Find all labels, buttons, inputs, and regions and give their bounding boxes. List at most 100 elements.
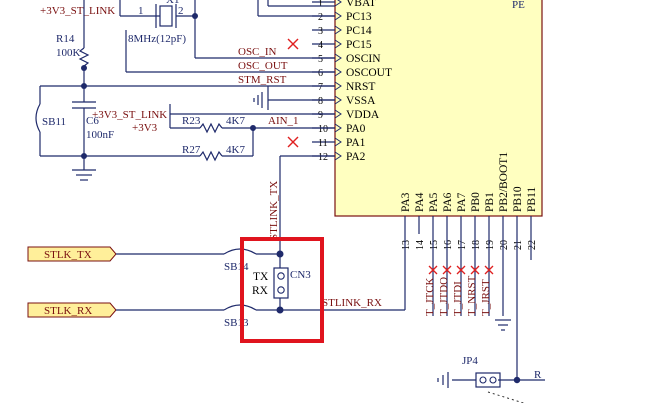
mcu-pin-number: 4 bbox=[318, 40, 323, 51]
no-connect-mark bbox=[484, 265, 494, 275]
sb11-label: SB11 bbox=[42, 116, 66, 128]
no-connect-mark bbox=[470, 265, 480, 275]
dashed-pointer bbox=[487, 391, 526, 403]
mcu-pin-clock-mark bbox=[334, 123, 342, 133]
mcu-pin-number: 13 bbox=[401, 240, 412, 250]
mcu-pin-clock-mark bbox=[334, 81, 342, 91]
port-stlk-rx-label: STLK_RX bbox=[44, 305, 92, 317]
mcu-pin-name: PB11 bbox=[526, 187, 538, 212]
ground-symbol-jp4 bbox=[437, 372, 449, 388]
no-connect-mark bbox=[442, 265, 452, 275]
mcu-pin-name: PA7 bbox=[456, 192, 468, 212]
net-osc-in: OSC_IN bbox=[238, 46, 277, 58]
cn3-tx-label: TX bbox=[253, 271, 269, 283]
sb14-label: SB14 bbox=[224, 261, 249, 273]
r27-value: 4K7 bbox=[226, 144, 245, 156]
cn3-rx-label: RX bbox=[252, 285, 269, 297]
mcu-pin-name: PB0 bbox=[470, 192, 482, 212]
no-connect-pc15 bbox=[287, 38, 299, 50]
net-t-jtdo: T_JTDO bbox=[438, 277, 450, 316]
mcu-pin-name: PC13 bbox=[346, 11, 372, 23]
jp4-ref: JP4 bbox=[462, 355, 478, 367]
mcu-pin-name: PA4 bbox=[414, 192, 426, 212]
net-stlink-tx: STLINK_TX bbox=[268, 181, 280, 240]
port-stlk-tx bbox=[27, 246, 117, 262]
mcu-pin-name: PC14 bbox=[346, 25, 372, 37]
mcu-pin-name: VSSA bbox=[346, 95, 376, 107]
mcu-pin-name: PA3 bbox=[400, 192, 412, 212]
crystal-x1 bbox=[159, 5, 173, 27]
no-connect-pa1 bbox=[287, 136, 299, 148]
mcu-pin-number: 17 bbox=[457, 240, 468, 250]
jtag-net-stubs bbox=[428, 234, 494, 316]
mcu-pin-number: 1 bbox=[318, 0, 323, 9]
mcu-pin-number: 20 bbox=[499, 240, 510, 250]
mcu-pin-clock-mark bbox=[334, 53, 342, 63]
solder-bridge-sb11 bbox=[35, 103, 41, 133]
net-t-nrst: T_NRST bbox=[466, 275, 478, 316]
mcu-pin-clock-mark bbox=[334, 11, 342, 21]
mcu-pin-name: PB10 bbox=[512, 186, 524, 212]
net-t-jrst: T_JRST bbox=[480, 279, 492, 316]
r14-ref: R14 bbox=[56, 33, 75, 45]
mcu-pin-clock-mark bbox=[334, 39, 342, 49]
no-connect-mark bbox=[456, 265, 466, 275]
x1-pin2: 2 bbox=[178, 5, 184, 17]
resistor-r23 bbox=[199, 122, 223, 134]
x1-ref: X1 bbox=[166, 0, 179, 6]
mcu-pin-clock-mark bbox=[334, 151, 342, 161]
net-t-jtdi: T_JTDI bbox=[452, 281, 464, 316]
mcu-pin-name: OSCIN bbox=[346, 53, 381, 65]
r23-value: 4K7 bbox=[226, 115, 245, 127]
ground-symbol-vssa bbox=[253, 92, 263, 108]
mcu-pin-clock-mark bbox=[334, 67, 342, 77]
mcu-pin-clock-mark bbox=[334, 0, 342, 7]
c6-value: 100nF bbox=[86, 129, 114, 141]
port-stlk-rx bbox=[27, 302, 117, 318]
mcu-pin-name: NRST bbox=[346, 81, 375, 93]
mcu-pin-name: PB1 bbox=[484, 192, 496, 212]
cn3-ref: CN3 bbox=[290, 269, 311, 281]
cn3-pin bbox=[277, 272, 285, 280]
mcu-pin-number: 14 bbox=[415, 240, 426, 250]
mcu-pin-number: 16 bbox=[443, 240, 454, 250]
mcu-pin-number: 22 bbox=[527, 240, 538, 250]
mcu-pin-clock-mark bbox=[334, 137, 342, 147]
mcu-pin-name: VDDA bbox=[346, 109, 380, 121]
net-t-jtck: T_JTCK bbox=[424, 277, 436, 316]
mcu-pin-name: VBAT bbox=[346, 0, 376, 9]
mcu-pin-name: PB2/BOOT1 bbox=[498, 152, 510, 212]
x1-value: 8MHz(12pF) bbox=[128, 33, 186, 45]
mcu-pin-number: 19 bbox=[485, 240, 496, 250]
mcu-pin-number: 10 bbox=[318, 124, 328, 135]
resistor-r14 bbox=[78, 47, 90, 67]
resistor-r27 bbox=[199, 150, 223, 162]
net-stlink-rx: STLINK_RX bbox=[322, 297, 382, 309]
c6-ref: C6 bbox=[86, 115, 99, 127]
highlight-box bbox=[240, 237, 324, 343]
jp4-pin bbox=[479, 376, 487, 384]
net-osc-out: OSC_OUT bbox=[238, 60, 288, 72]
mcu-pin-number: 7 bbox=[318, 82, 323, 93]
mcu-name-fragment: PE bbox=[512, 0, 525, 11]
net-st-link-top: +3V3_ST_LINK bbox=[40, 5, 115, 17]
mcu-pin-name: PA5 bbox=[428, 192, 440, 212]
mcu-pin-clock-mark bbox=[334, 95, 342, 105]
mcu-pin-number: 12 bbox=[318, 152, 328, 163]
mcu-pin-number: 8 bbox=[318, 96, 323, 107]
mcu-pin-clock-mark bbox=[334, 109, 342, 119]
mcu-pin-name: PC15 bbox=[346, 39, 372, 51]
no-connect-mark bbox=[428, 265, 438, 275]
mcu-pin-number: 21 bbox=[513, 240, 524, 250]
x1-pin1: 1 bbox=[138, 5, 144, 17]
net-ain1: AIN_1 bbox=[268, 115, 299, 127]
mcu-pin-name: OSCOUT bbox=[346, 67, 392, 79]
ground-symbol-boot bbox=[495, 319, 511, 331]
net-st-link-mid: +3V3_ST_LINK bbox=[92, 109, 167, 121]
r-partial-label: R bbox=[534, 369, 542, 381]
r14-value: 100K bbox=[56, 47, 81, 59]
mcu-pin-name: PA6 bbox=[442, 192, 454, 212]
connector-cn3 bbox=[273, 267, 289, 299]
cn3-pin bbox=[277, 286, 285, 294]
